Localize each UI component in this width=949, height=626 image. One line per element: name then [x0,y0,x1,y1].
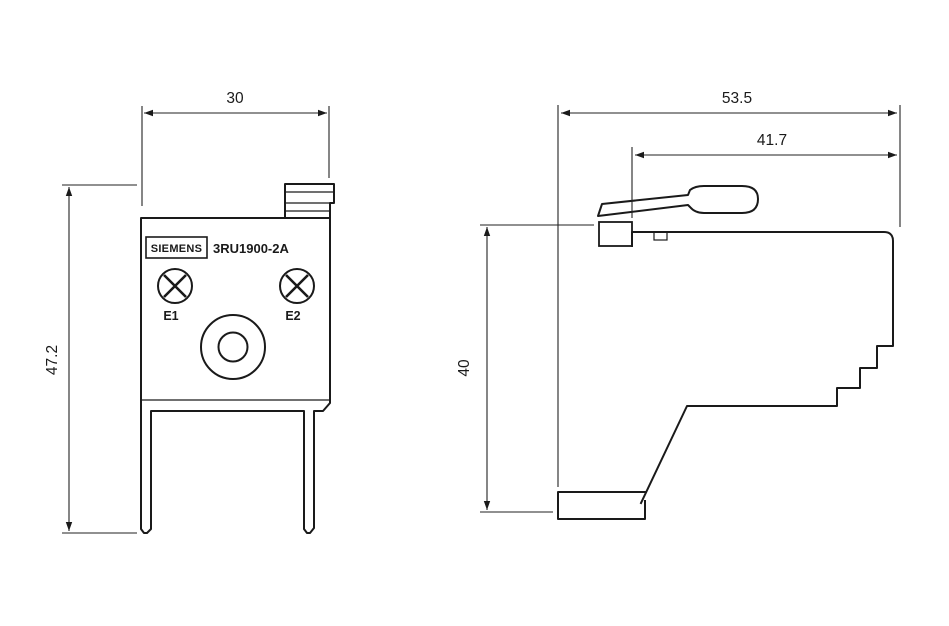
dimension-side-height: 40 [456,224,594,513]
brand-label-box [145,236,208,259]
dimension-value: 53.5 [722,90,752,107]
screw-terminal-e1-icon [157,268,193,304]
lever-slot [653,231,668,241]
screw-e1-cross-slot [163,274,187,298]
part-number-label: 3RU1900-2A [213,241,289,256]
terminal-e1-label: E1 [163,309,178,323]
release-lever [597,185,759,217]
front-view: SIEMENS 3RU1900-2A E1 E2 30 47. [44,90,335,534]
dimension-side-overall-depth: 53.5 [557,90,901,487]
front-latch-tab [284,183,335,219]
terminal-e2-label: E2 [285,309,300,323]
dimension-front-height: 47.2 [44,184,137,534]
dimension-value: 47.2 [44,345,61,375]
dimension-side-upper-depth: 41.7 [631,132,897,218]
dimension-front-width: 30 [141,90,330,206]
dimension-value: 41.7 [757,132,787,149]
side-body-outline [631,231,894,505]
side-view: 53.5 41.7 40 [456,90,901,520]
side-foot-outline [557,491,647,520]
dimension-value: 40 [456,359,473,377]
dimension-value: 30 [226,90,244,107]
brand-label: SIEMENS [151,243,203,255]
screw-e2-cross-slot [285,274,309,298]
screw-terminal-e2-icon [279,268,315,304]
mounting-hole-inner [217,331,249,363]
latch-pocket [598,221,633,247]
